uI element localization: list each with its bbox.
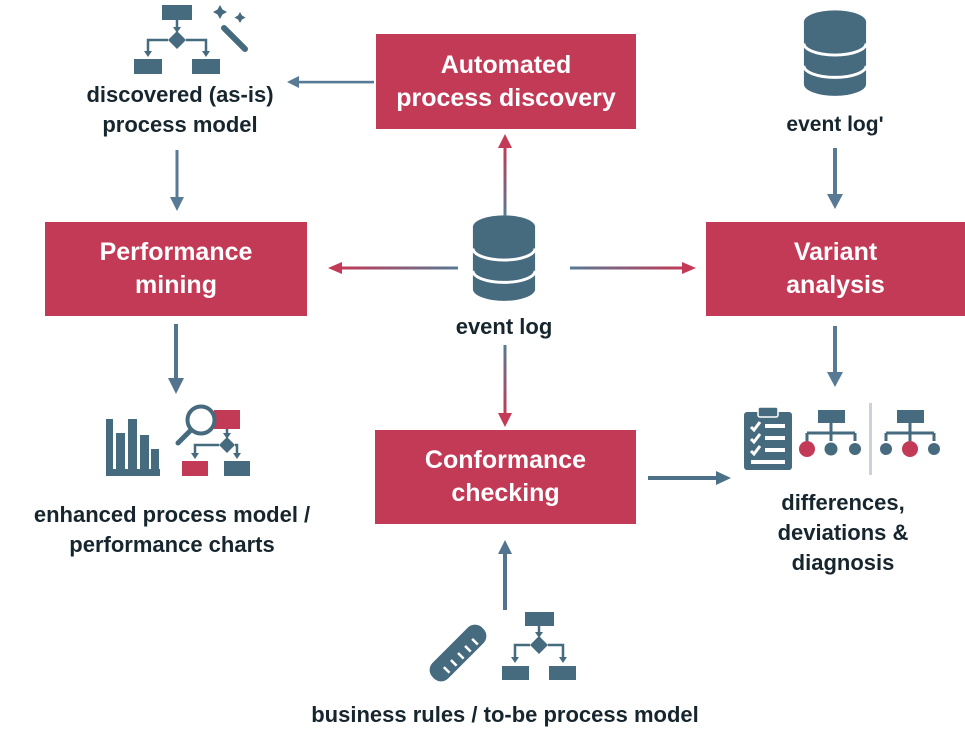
enhanced-output-label: enhanced process model / performance cha… <box>33 502 311 557</box>
arrow-eventlog-to-conformance-checking <box>497 345 513 429</box>
event-log-prime-label: event log' <box>786 113 884 136</box>
process-tree-icon <box>502 612 576 692</box>
magnifier-process-model-icon <box>174 402 250 482</box>
ruler-icon <box>418 613 498 693</box>
event-log-label: event log <box>455 314 553 339</box>
arrow-eventlog-to-discovery <box>497 132 513 218</box>
discovered-model-label: discovered (as-is) process model <box>86 82 274 137</box>
database-icon <box>470 213 538 309</box>
variant-tree-a-icon <box>799 409 863 459</box>
performance-mining-box: Performance mining <box>45 222 307 316</box>
database-icon <box>801 8 869 104</box>
arrow-conformance-checking-to-outputs <box>648 470 734 486</box>
clipboard-checklist-icon <box>742 407 794 471</box>
arrow-eventlog-to-performance-mining <box>326 261 460 275</box>
arrow-business-rules-to-conformance-checking <box>497 538 513 610</box>
process-tree-wand-icon <box>118 2 253 80</box>
arrow-eventlog-to-variant-analysis <box>570 261 698 275</box>
variant-analysis-box: Variant analysis <box>706 222 965 316</box>
business-rules-label: business rules / to-be process model <box>311 702 699 727</box>
automated-process-discovery-box: Automated process discovery <box>376 34 636 129</box>
variant-divider-line <box>869 403 872 475</box>
arrow-variant-analysis-to-outputs <box>826 326 844 390</box>
conformance-checking-box: Conformance checking <box>375 430 636 524</box>
arrow-discovery-to-discovered-model <box>285 75 375 89</box>
arrow-eventlog-prime-to-variant-analysis <box>826 148 844 212</box>
variant-tree-b-icon <box>878 409 942 459</box>
differences-output-label: differences, deviations & diagnosis <box>777 490 909 575</box>
arrow-performance-mining-to-outputs <box>166 324 186 398</box>
bar-chart-icon <box>102 415 162 479</box>
arrow-discovered-model-to-performance-mining <box>168 150 186 214</box>
